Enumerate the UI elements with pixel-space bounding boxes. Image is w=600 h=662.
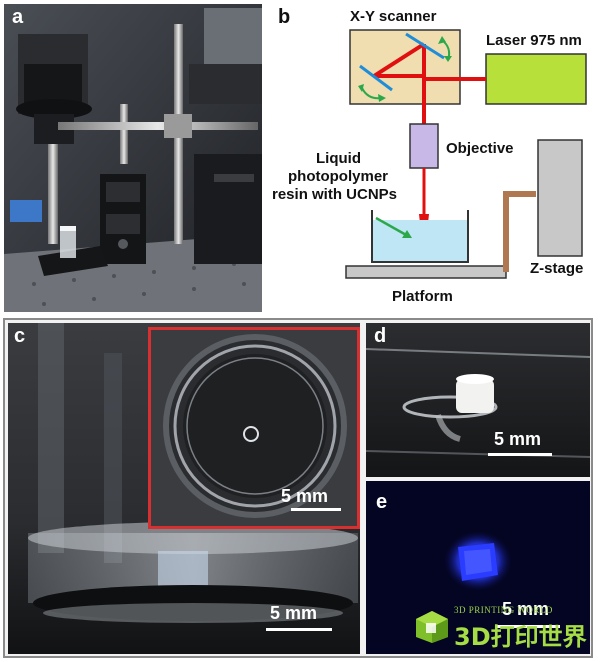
printed-object [456, 379, 494, 413]
inset-scale-bar [291, 508, 341, 511]
platform [345, 265, 507, 279]
resin-label-line1: Liquid [316, 150, 361, 167]
inset-scale-text: 5 mm [281, 486, 329, 506]
printed-structure [243, 426, 259, 442]
watermark-small-text: 3D PRINTING WORLD [454, 605, 553, 615]
laser-beam [372, 42, 426, 78]
resin-label-line3: resin with UCNPs [272, 186, 398, 203]
z-stage-label: Z-stage [530, 260, 584, 277]
optical-setup-photo [4, 4, 262, 312]
panel-c-inset: 5 mm [148, 327, 360, 529]
watermark-main-text: 3D打印世界 [454, 623, 587, 651]
rotation-arrow-icon [358, 84, 364, 92]
panel-c-scale-text: 5 mm [270, 603, 318, 623]
objective-label: Objective [446, 140, 514, 157]
panel-c-scale-bar [266, 628, 332, 631]
panel-c-photo: 5 mm c 5 mm [8, 323, 360, 654]
laser-box [485, 53, 587, 105]
resin-bath [372, 220, 468, 262]
printing-setup-diagram [345, 29, 587, 279]
z-stage-box [537, 139, 583, 257]
watermark-logo: 3D PRINTING WORLD 3D打印世界 [414, 605, 590, 651]
rotation-arrow-icon [378, 94, 386, 102]
panel-a-label: a [12, 6, 24, 28]
panel-d-label: d [374, 325, 387, 347]
rotation-arrow-icon [438, 36, 446, 44]
pointer-arrow-icon [402, 230, 412, 238]
panel-a-photo: a [4, 4, 262, 312]
scan-mirror-2 [359, 64, 393, 92]
panel-d-photo: d 5 mm [366, 323, 590, 477]
platform-label: Platform [392, 288, 453, 305]
panel-e-scale-text: 5 mm [502, 599, 550, 619]
vial-top-view [151, 330, 357, 526]
panel-d-scale-text: 5 mm [494, 429, 542, 449]
printed-object-side-view [366, 323, 590, 477]
panel-e-photo: e 5 mm 3D PRINTING WORLD 3D打印世界 [366, 481, 590, 654]
pointer-arrow-icon [375, 216, 409, 238]
watermark-cube-icon [416, 611, 448, 643]
rotation-arrow-icon [444, 56, 452, 62]
panel-d-scale-bar [488, 453, 552, 456]
stage-arm [503, 191, 536, 272]
laser-label: Laser 975 nm [486, 32, 582, 49]
resin-container [371, 210, 469, 263]
objective-lens [409, 123, 439, 169]
panel-b-label: b [278, 6, 291, 28]
scan-mirror-1 [405, 32, 445, 60]
panel-e-label: e [376, 491, 388, 513]
resin-label-line2: photopolymer [288, 168, 388, 185]
panel-e-scale-bar [496, 625, 560, 628]
panel-c-label: c [14, 325, 26, 347]
panel-b-schematic: b X-Y scanner Laser 975 nm Objective Liq… [266, 4, 596, 312]
xy-scanner-label: X-Y scanner [350, 8, 437, 25]
